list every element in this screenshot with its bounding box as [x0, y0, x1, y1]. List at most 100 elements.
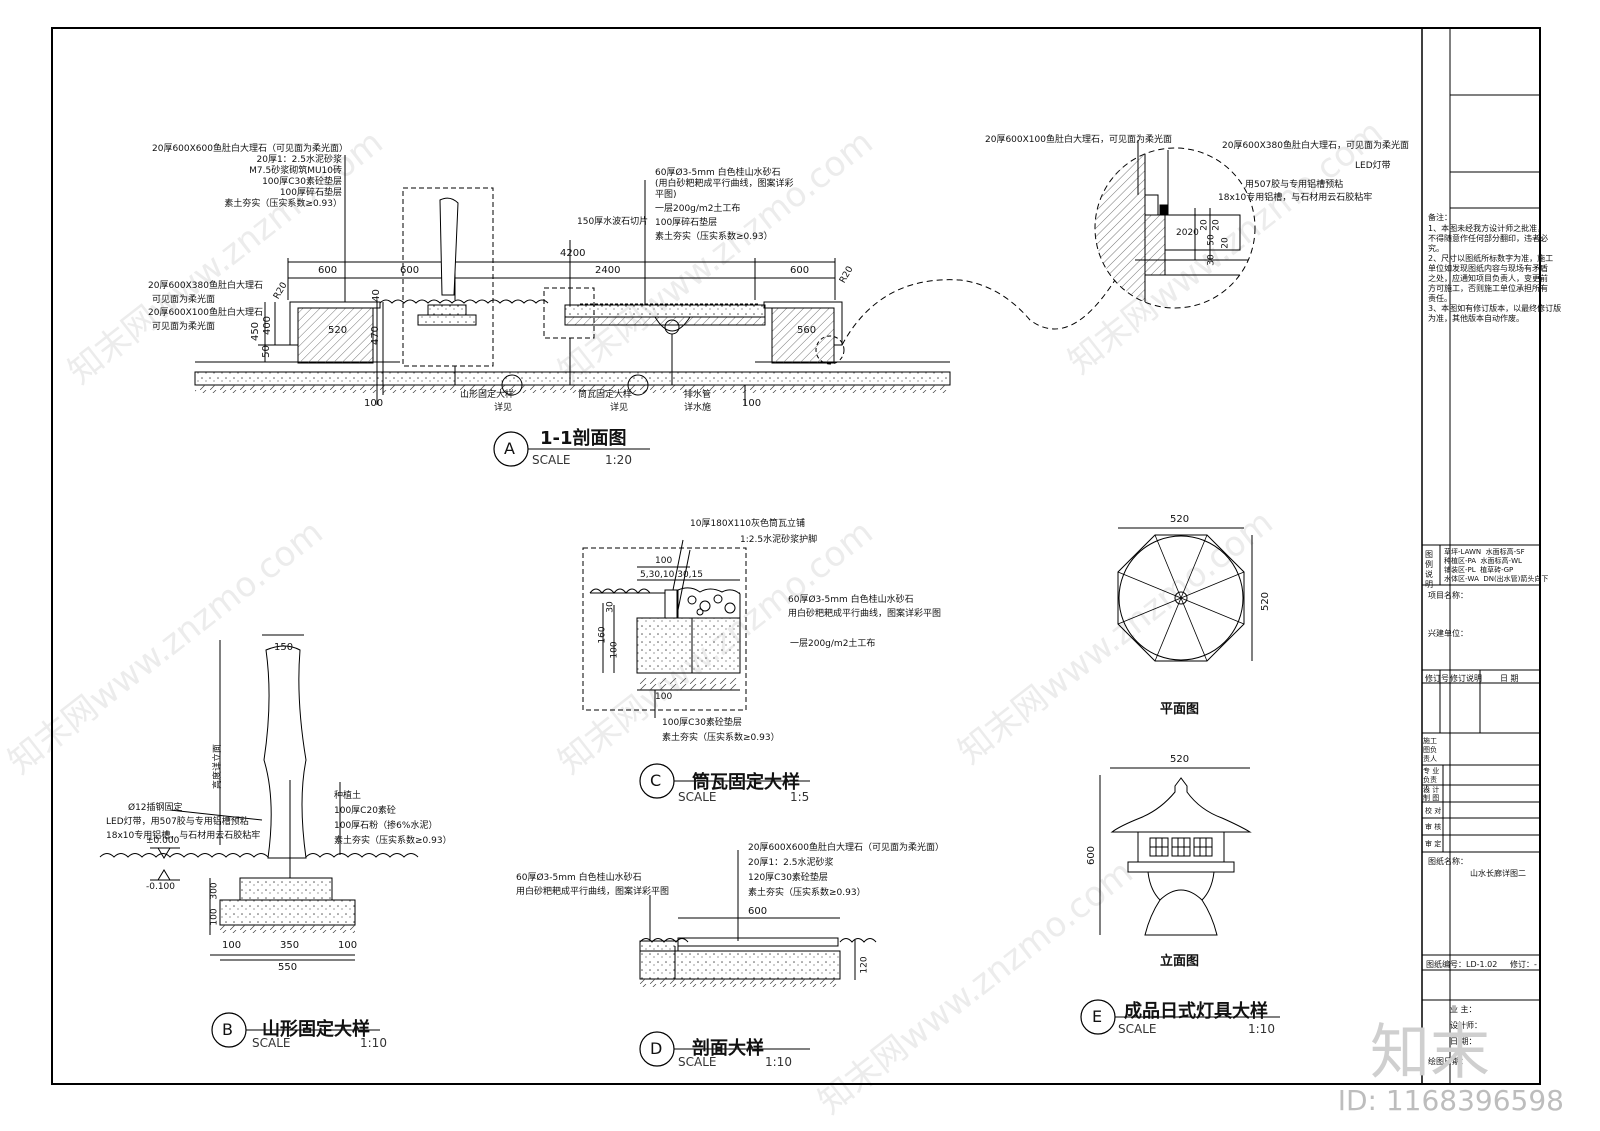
- detail-e-scale: 1:10: [1248, 1022, 1275, 1036]
- detail-b-scale: 1:10: [360, 1036, 387, 1050]
- note-line: 100厚C30素砼垫层: [262, 177, 342, 187]
- edge-label4: 用507胶与专用铝槽预粘: [1245, 180, 1344, 190]
- a-dim-560: 560: [797, 325, 817, 336]
- b-r4: 素土夯实（压实系数≥0.93）: [334, 836, 452, 846]
- b-level2: -0.100: [146, 882, 176, 892]
- a-label1b: 可见面为柔光面: [152, 295, 216, 305]
- note-line: 100厚碎石垫层: [655, 218, 718, 228]
- tb-note-line: 为准，其他版本自动作废。: [1428, 314, 1524, 323]
- a-dim-450: 450: [250, 321, 262, 342]
- d-note1: 20厚600X600鱼肚白大理石（可见面为柔光面）: [748, 843, 944, 853]
- c-d100: 100: [655, 556, 673, 566]
- a-dim-4200: 4200: [560, 248, 586, 259]
- c-d100v: 100: [609, 641, 620, 659]
- edge-d3: 2020: [1176, 228, 1199, 238]
- c-note1: 10厚180X110灰色筒瓦立铺: [690, 519, 805, 529]
- tb-rev-desc: 修订说明: [1450, 674, 1482, 683]
- edge-label5: 18x10专用铝槽，与石材用云石胶粘牢: [1218, 193, 1373, 203]
- a-drain: 排水管: [684, 390, 712, 400]
- tb-drawing-no: 图纸编号：LD-1.02: [1426, 960, 1498, 969]
- c-d30: 30: [605, 601, 616, 613]
- detail-d-letter: D: [650, 1039, 663, 1058]
- note-line: 素土夯实（压实系数≥0.93）: [655, 232, 773, 242]
- d-l2: 用白砂粑耙成平行曲线，图案详彩平图: [516, 887, 670, 897]
- note-line: 60厚Ø3-5mm 白色桂山水砂石: [655, 168, 781, 178]
- tb-b1: 业 主：: [1450, 1005, 1477, 1014]
- edge-d1: 20: [1199, 219, 1210, 231]
- tb-legend-item: 水体区-WA: [1444, 575, 1479, 583]
- tb-role: 校 对: [1425, 807, 1442, 815]
- tb-project: 项目名称：: [1428, 591, 1468, 600]
- d-note4: 素土夯实（压实系数≥0.93）: [748, 888, 866, 898]
- d-l1: 60厚Ø3-5mm 白色桂山水砂石: [516, 873, 642, 883]
- tb-role: 专 业负责人: [1423, 767, 1440, 793]
- tb-note-line: 不得随意作任何部分翻印，违者必: [1428, 234, 1548, 243]
- a-dim-100: 100: [364, 398, 384, 409]
- b-r3: 100厚石粉（掺6%水泥）: [334, 821, 438, 831]
- e-d520c: 520: [1170, 754, 1190, 765]
- c-note6: 100厚C30素砼垫层: [662, 718, 742, 728]
- a-dim-400: 400: [262, 315, 274, 336]
- detail-e-scale-label: SCALE: [1118, 1022, 1157, 1036]
- tb-legend-item: 铺装区-PL: [1444, 566, 1476, 574]
- detail-e-letter: E: [1092, 1007, 1103, 1026]
- detail-b-scale-label: SCALE: [252, 1036, 291, 1050]
- detail-c-title: 筒瓦固定大样: [692, 772, 800, 793]
- edge-label3: LED灯带: [1355, 161, 1391, 171]
- a-dim-470: 470: [370, 325, 382, 346]
- section-a-mid-notes: 60厚Ø3-5mm 白色桂山水砂石 (用白砂粑耙成平行曲线，图案详彩 平图) 一…: [655, 168, 794, 243]
- tb-rev: 修订号: [1425, 674, 1449, 683]
- tb-legend-item: 植草砖-GP: [1480, 566, 1514, 574]
- tb-drawing-name: 图纸名称：: [1428, 857, 1468, 866]
- tb-note-line: 方可施工，否则施工单位承担所有: [1428, 284, 1548, 293]
- c-d160: 160: [597, 626, 608, 644]
- b-level1: ±0.000: [146, 836, 180, 846]
- edge-label1: 20厚600X100鱼肚白大理石，可见面为柔光面: [985, 135, 1172, 145]
- a-drain2: 详水施: [684, 403, 712, 413]
- tb-note-line: 1、本图未经我方设计师之批准，: [1428, 224, 1546, 233]
- b-r1: 种植土: [334, 791, 362, 801]
- tb-b4: 绘图日期：: [1428, 1057, 1468, 1066]
- d-d120: 120: [859, 956, 870, 974]
- tb-date: 日 期: [1500, 674, 1519, 683]
- tb-note-line: 责任。: [1428, 294, 1452, 303]
- b-vlabel: 高度详立面: [213, 743, 224, 790]
- note-line: 100厚碎石垫层: [279, 188, 342, 198]
- tb-notes: 1、本图未经我方设计师之批准， 不得随意作任何部分翻印，违者必 究。 2、尺寸以…: [1428, 224, 1561, 324]
- e-elev: 立面图: [1160, 954, 1200, 969]
- tb-b3: 日 期：: [1450, 1037, 1477, 1046]
- detail-e-title: 成品日式灯具大样: [1124, 1001, 1268, 1022]
- sheet-frame: [51, 27, 1541, 1085]
- tb-legend: 草坪-LAWN 水面标高-SF 种植区-PA 水面标高-WL 铺装区-PL 植草…: [1444, 548, 1548, 584]
- tb-role: 施工图负责人: [1423, 737, 1437, 763]
- c-dsmall: 5,30,10,30,15: [640, 570, 703, 580]
- c-note4: 用白砂粑耙成平行曲线，图案详彩平图: [788, 609, 942, 619]
- tb-drawing-name-val: 山水长廊详图二: [1470, 869, 1526, 878]
- note-line: 20厚1：2.5水泥砂浆: [256, 155, 343, 165]
- watermark-id: ID: 1168396598: [1337, 1084, 1564, 1117]
- tb-role: 审 核: [1425, 823, 1442, 831]
- tb-legend-head: 图例说明: [1425, 550, 1433, 589]
- a-callout-c2: 详见: [610, 403, 629, 413]
- a-callout-c: 筒瓦固定大样: [578, 390, 633, 400]
- b-note2: LED灯带，用507胶与专用铝槽预粘: [106, 817, 249, 827]
- tb-note-line: 单位如发现图纸内容与现场有矛盾: [1428, 264, 1548, 273]
- a-dim-50: 50: [260, 345, 272, 358]
- note-line: 一层200g/m2土工布: [655, 204, 741, 214]
- section-a-scale: 1:20: [605, 453, 632, 467]
- a-dim: 600: [318, 265, 338, 276]
- tb-legend-item: 水面标高-SF: [1485, 548, 1525, 556]
- note-line: M7.5砂浆砌筑MU10砖: [249, 166, 342, 176]
- c-note2: 1:2.5水泥砂浆护脚: [740, 535, 818, 545]
- detail-c-letter: C: [650, 771, 662, 790]
- d-note2: 20厚1：2.5水泥砂浆: [748, 858, 834, 868]
- a-dim: 2400: [595, 265, 621, 276]
- tb-note-line: 究。: [1428, 244, 1444, 253]
- e-d520a: 520: [1170, 514, 1190, 525]
- detail-d-scale-label: SCALE: [678, 1055, 717, 1069]
- edge-d2: 20: [1211, 219, 1222, 231]
- a-dim-100b: 100: [742, 398, 762, 409]
- note-line: 平图): [655, 190, 677, 200]
- c-note5: 一层200g/m2土工布: [790, 639, 876, 649]
- note-line: 素土夯实（压实系数≥0.93）: [224, 199, 342, 209]
